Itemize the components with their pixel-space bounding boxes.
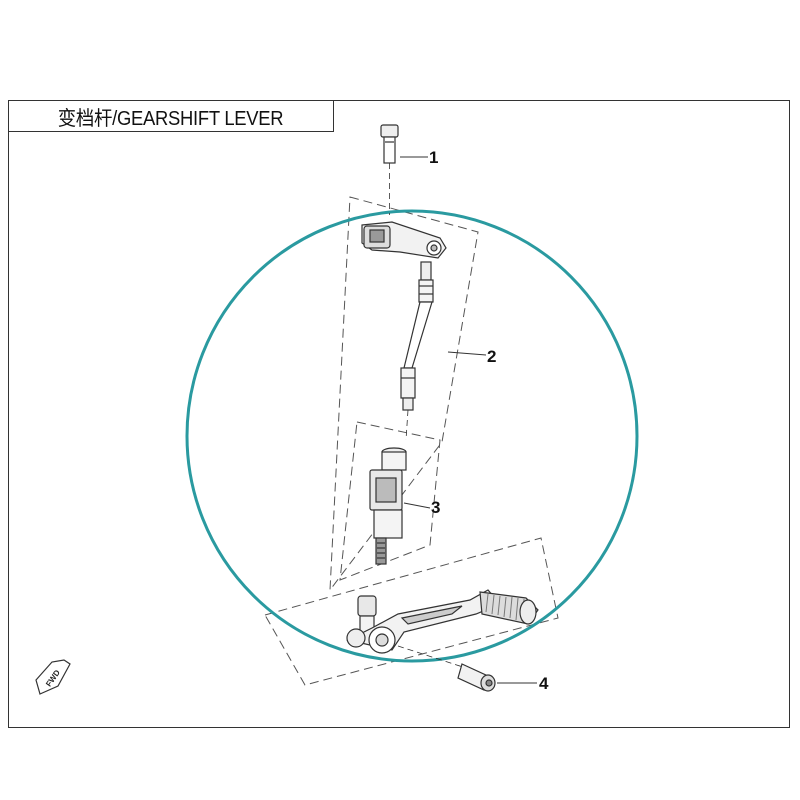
group-outline-3 [339,421,441,581]
callout-3: 3 [431,498,441,517]
part-4-pivot-bolt [397,645,496,692]
group-outline-2 [329,196,479,592]
part-1-bolt [380,124,399,215]
part-2-linkage [361,221,447,441]
fwd-arrow-icon: FWD [35,659,71,695]
group-outline-4 [264,537,559,686]
callout-1: 1 [429,148,439,167]
leader-3 [403,502,431,509]
part-3-rod-end [369,447,407,565]
leader-2 [447,351,487,356]
diagram-title: 变档杆/GEARSHIFT LEVER [58,107,284,130]
gearshift-pedal [346,589,539,654]
group-outlines [264,196,559,686]
callout-4: 4 [539,674,549,693]
highlight-circle [185,209,639,663]
callout-2: 2 [487,347,497,366]
title-box: 变档杆/GEARSHIFT LEVER [8,100,334,132]
diagram-frame [8,100,790,728]
